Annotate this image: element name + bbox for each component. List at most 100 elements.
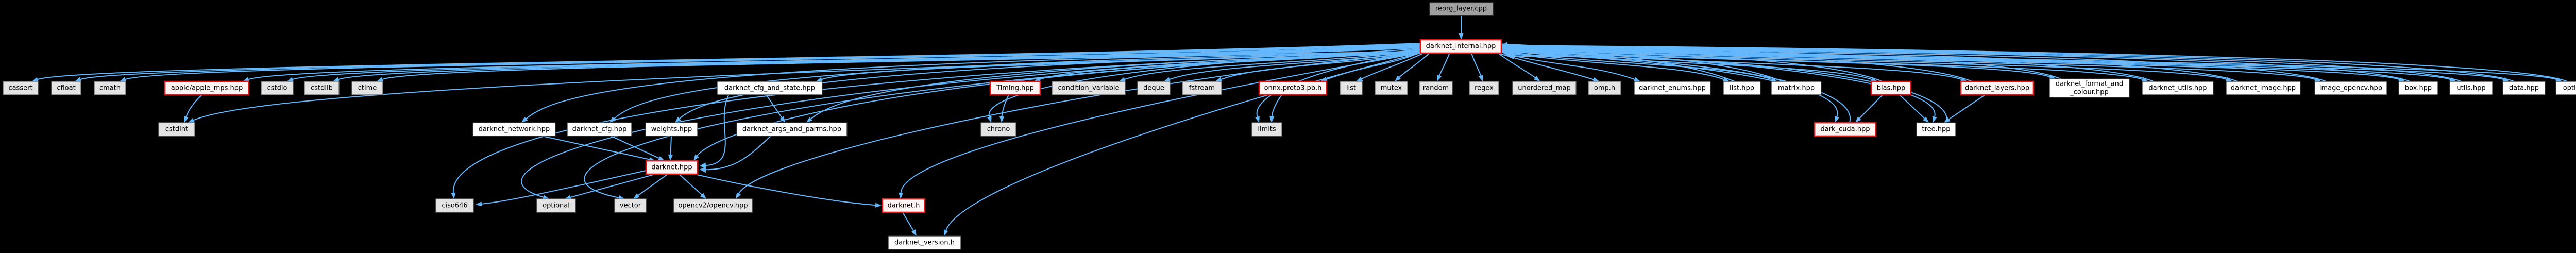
arrowhead-internal-limits	[1255, 116, 1260, 123]
node-label-utils: utils.hpp	[2456, 85, 2485, 92]
node-box-weights[interactable]	[645, 122, 698, 137]
node-box[interactable]: box.hpp	[2398, 81, 2438, 95]
arrowhead-cfg-darknethpp	[658, 156, 665, 161]
node-internal[interactable]: darknet_internal.hpp	[1419, 39, 1502, 54]
node-label-darknethpp: darknet.hpp	[651, 164, 692, 172]
node-onnx[interactable]: onnx.proto3.pb.h	[1258, 80, 1328, 96]
node-deque: deque	[1137, 81, 1171, 95]
node-box-onnx[interactable]	[1258, 80, 1328, 96]
node-optlist[interactable]: option_list.hpp	[2555, 81, 2576, 95]
node-label-ciso646: ciso646	[442, 202, 467, 210]
node-label-listhpp: list.hpp	[1730, 85, 1754, 92]
node-cfgstate[interactable]: darknet_cfg_and_state.hpp	[717, 81, 823, 95]
node-label-list: list	[1346, 85, 1356, 92]
node-weights[interactable]: weights.hpp	[645, 122, 698, 137]
node-box-matrix[interactable]	[1771, 81, 1822, 95]
node-dutils[interactable]: darknet_utils.hpp	[2142, 81, 2214, 95]
node-tree[interactable]: tree.hpp	[1916, 122, 1956, 137]
edge-network-darknethpp	[541, 136, 650, 160]
node-box-tree[interactable]	[1916, 122, 1956, 137]
edge-internal-tree	[1501, 49, 1936, 117]
node-box-apple[interactable]	[164, 80, 250, 96]
node-box-version[interactable]	[888, 235, 961, 250]
node-label-timing: Timing.hpp	[996, 85, 1034, 92]
arrowhead-darkneth-version	[911, 229, 917, 236]
node-timing[interactable]: Timing.hpp	[989, 80, 1041, 96]
node-label-enums: darknet_enums.hpp	[1639, 85, 1706, 92]
node-box-dutils[interactable]	[2142, 81, 2214, 95]
node-dimage[interactable]: darknet_image.hpp	[2226, 81, 2301, 95]
edge-internal-random	[1438, 53, 1450, 76]
node-label-cassert: cassert	[8, 85, 32, 92]
node-box-list	[1340, 81, 1363, 95]
node-box-umap	[1512, 81, 1577, 95]
node-box-regex	[1469, 81, 1499, 95]
node-box-listhpp[interactable]	[1723, 81, 1761, 95]
node-label-layers: darknet_layers.hpp	[1965, 85, 2029, 92]
node-label-optional: optional	[543, 202, 570, 210]
arrowhead-blas-darkcuda	[1855, 116, 1861, 123]
edge-internal-list	[1361, 53, 1424, 79]
node-cmath: cmath	[94, 81, 126, 95]
arrowhead-internal-cmath	[120, 77, 126, 82]
node-imgcv[interactable]: image_opencv.hpp	[2314, 81, 2387, 95]
node-enums[interactable]: darknet_enums.hpp	[1634, 81, 1711, 95]
arrowhead-internal-cfloat	[75, 77, 81, 82]
node-network[interactable]: darknet_network.hpp	[472, 122, 556, 137]
node-fstream: fstream	[1182, 81, 1222, 95]
node-box-darkneth[interactable]	[882, 198, 926, 213]
node-darkneth[interactable]: darknet.h	[882, 198, 926, 213]
node-darkcuda[interactable]: dark_cuda.hpp	[1814, 122, 1877, 137]
edge-internal-cassert	[37, 43, 1421, 80]
arrowhead-weights-darknethpp	[668, 154, 673, 161]
node-box-opencv2	[673, 198, 753, 213]
node-label-box: box.hpp	[2405, 85, 2432, 92]
node-args[interactable]: darknet_args_and_parms.hpp	[736, 122, 848, 137]
node-box-darknethpp[interactable]	[645, 160, 699, 175]
node-box-network[interactable]	[472, 122, 556, 137]
node-layers[interactable]: darknet_layers.hpp	[1960, 80, 2035, 96]
node-box-layers[interactable]	[1960, 80, 2035, 96]
node-chrono: chrono	[980, 122, 1016, 137]
node-label-opencv2: opencv2/opencv.hpp	[678, 202, 748, 210]
node-box-imgcv[interactable]	[2314, 81, 2387, 95]
node-box-enums[interactable]	[1634, 81, 1711, 95]
edge-darknethpp-opencv2	[679, 174, 702, 195]
node-box-fmtcol[interactable]	[2049, 78, 2130, 98]
node-label-fmtcol-line2: _colour.hpp	[2070, 89, 2108, 96]
node-box-dimage[interactable]	[2226, 81, 2301, 95]
node-box-args[interactable]	[736, 122, 848, 137]
node-box-fstream	[1182, 81, 1222, 95]
node-darknethpp[interactable]: darknet.hpp	[645, 160, 699, 175]
node-box-cfg[interactable]	[567, 122, 632, 137]
node-fmtcol[interactable]: darknet_format_and_colour.hpp	[2049, 78, 2130, 98]
node-box-cfgstate[interactable]	[717, 81, 823, 95]
node-version[interactable]: darknet_version.h	[888, 235, 961, 250]
node-matrix[interactable]: matrix.hpp	[1771, 81, 1822, 95]
node-regex: regex	[1469, 81, 1499, 95]
node-box-optlist[interactable]	[2555, 81, 2576, 95]
node-box-data[interactable]	[2502, 81, 2546, 95]
edge-matrix-internal	[1507, 50, 1783, 82]
edge-internal-regex	[1470, 53, 1482, 76]
node-cfg[interactable]: darknet_cfg.hpp	[567, 122, 632, 137]
edge-internal-cfloat	[80, 43, 1421, 80]
edge-onnx-limits	[1271, 94, 1282, 117]
node-utils[interactable]: utils.hpp	[2449, 81, 2493, 95]
node-box-utils[interactable]	[2449, 81, 2493, 95]
node-apple[interactable]: apple/apple_mps.hpp	[164, 80, 250, 96]
arrowhead-darknethpp-darkneth	[875, 203, 882, 208]
edge-blas-tree	[1899, 94, 1925, 119]
node-box-timing[interactable]	[989, 80, 1041, 96]
node-box-blas[interactable]	[1870, 80, 1912, 96]
node-label-mutex: mutex	[1381, 85, 1402, 92]
node-box-darkcuda[interactable]	[1814, 122, 1877, 137]
node-data[interactable]: data.hpp	[2502, 81, 2546, 95]
node-listhpp[interactable]: list.hpp	[1723, 81, 1761, 95]
node-box-internal[interactable]	[1419, 39, 1502, 54]
edge-internal-vector	[584, 52, 1421, 198]
arrowhead-internal-opencv2	[736, 192, 741, 199]
node-blas[interactable]: blas.hpp	[1870, 80, 1912, 96]
node-box-box[interactable]	[2398, 81, 2438, 95]
